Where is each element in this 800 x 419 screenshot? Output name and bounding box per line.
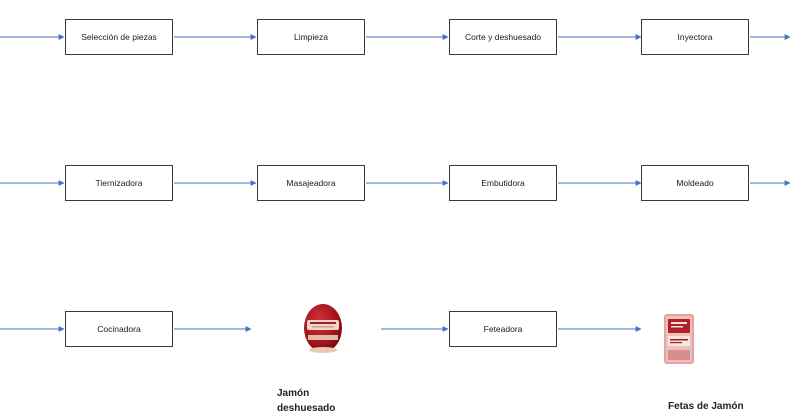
slices-label: Fetas de Jamón <box>668 401 744 412</box>
ham-label-line2: deshuesado <box>277 403 336 414</box>
step-seleccion-de-piezas: Selección de piezas <box>65 19 173 55</box>
step-limpieza: Limpieza <box>257 19 365 55</box>
ham-label-line1: Jamón <box>277 388 310 399</box>
step-inyectora: Inyectora <box>641 19 749 55</box>
ham-slices-pack-icon <box>662 312 696 371</box>
step-masajeadora: Masajeadora <box>257 165 365 201</box>
ham-log-icon <box>299 302 347 361</box>
step-embutidora: Embutidora <box>449 165 557 201</box>
ham-label: Jamón deshuesado <box>277 386 335 416</box>
step-cocinadora: Cocinadora <box>65 311 173 347</box>
step-moldeado: Moldeado <box>641 165 749 201</box>
step-tiernizadora: Tiernizadora <box>65 165 173 201</box>
step-corte-y-deshuesado: Corte y deshuesado <box>449 19 557 55</box>
step-feteadora: Feteadora <box>449 311 557 347</box>
